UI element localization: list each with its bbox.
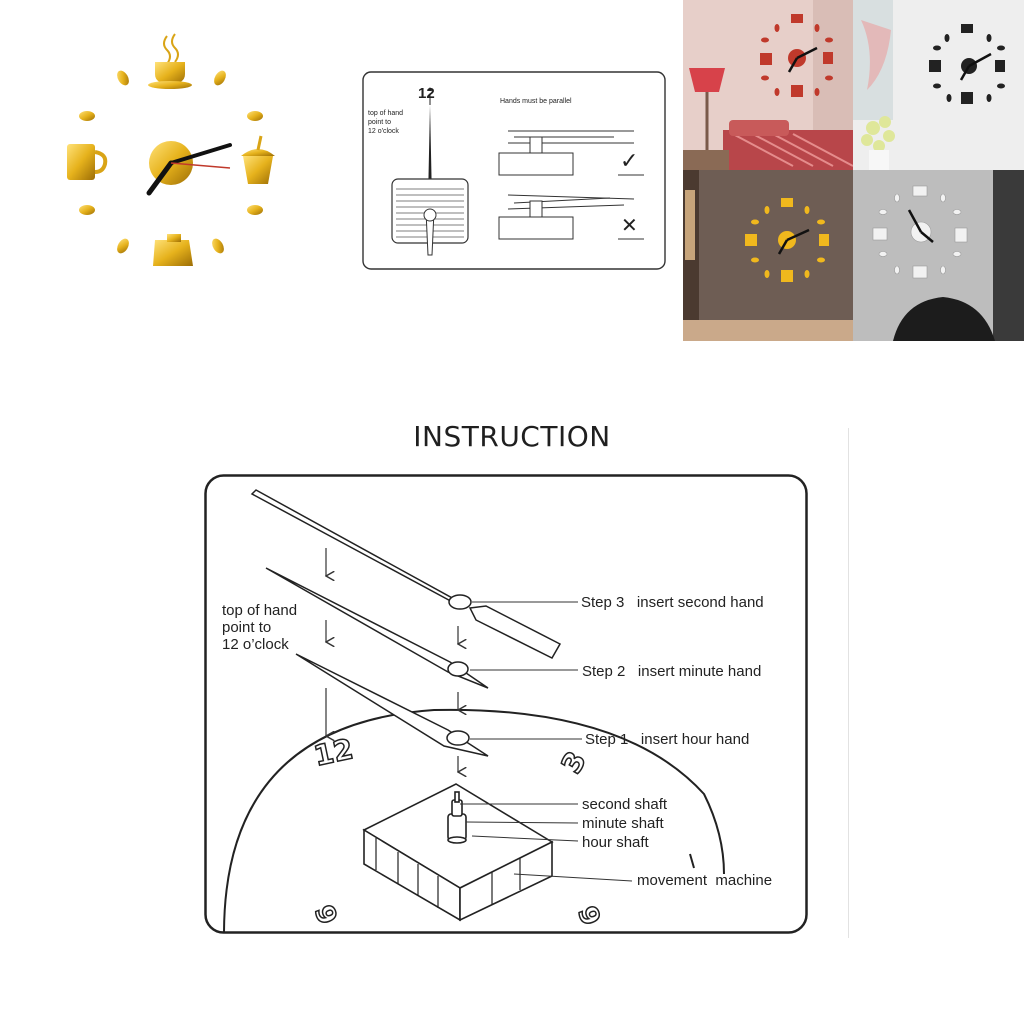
product-gold-clock (55, 28, 295, 278)
hour-hand (146, 160, 174, 196)
top-note-line-1: top of hand (368, 110, 404, 117)
top-note-line-2: point to (222, 619, 272, 636)
coffee-bean-icons (79, 70, 263, 254)
cold-drink-icon (241, 135, 275, 184)
step-1-text: insert hour hand (640, 731, 750, 748)
top-note: top of hand point to 12 o'clock (368, 109, 403, 136)
step-3-label: Step 3 insert second hand (581, 594, 764, 611)
step-1-number: Step 1 (585, 731, 629, 748)
room-photo-gold-clock (683, 170, 853, 341)
correct-assembly-diagram (498, 130, 634, 176)
second-hand (170, 162, 231, 169)
label-12: 12 (418, 85, 435, 102)
room-photo-silver-clock (853, 170, 1024, 341)
instruction-title: INSTRUCTION (413, 420, 611, 453)
hand-alignment-card: 12 top of hand point to 12 o'clock Hands… (362, 71, 666, 270)
cross-icon: ✕ (621, 213, 638, 237)
coffee-cup-icon (155, 62, 185, 84)
hour-hand-part (295, 653, 489, 757)
top-note-line-3: 12 o’clock (222, 636, 289, 653)
steam-icon (163, 33, 179, 65)
clock-dial (223, 708, 725, 932)
top-note-line-1: top of hand (222, 602, 298, 619)
step-1-label: Step 1 insert hour hand (585, 731, 749, 748)
second-shaft-label: second shaft (582, 796, 668, 813)
check-icon: ✓ (620, 149, 639, 174)
mug-icon (67, 144, 108, 180)
second-hand-part (250, 489, 562, 659)
room-photo-red-clock (683, 0, 853, 170)
minute-hand-part (265, 567, 489, 689)
movement-machine (362, 783, 554, 922)
top-of-hand-note: top of hand point to 12 o’clock (222, 602, 297, 653)
step-2-number: Step 2 (582, 663, 626, 680)
minute-hand (169, 143, 232, 165)
step-2-text: insert minute hand (637, 663, 762, 680)
step-3-text: insert second hand (636, 594, 764, 611)
minute-shaft-label: minute shaft (582, 815, 664, 832)
hour-shaft-label: hour shaft (582, 834, 649, 851)
step-2-label: Step 2 insert minute hand (582, 663, 761, 680)
top-note-line-2: point to (368, 119, 391, 126)
wrong-assembly-diagram (498, 194, 635, 240)
room-photo-black-clock (853, 0, 1024, 170)
right-divider (848, 428, 849, 938)
step-3-number: Step 3 (581, 594, 625, 611)
instruction-panel: 12 3 6 9 top of hand point to 12 o’clock… (204, 474, 808, 934)
movement-machine-label: movement machine (637, 872, 773, 889)
coffee-pot-icon (153, 234, 193, 266)
parallel-note: Hands must be parallel (500, 98, 572, 105)
top-note-line-3: 12 o'clock (368, 128, 399, 135)
